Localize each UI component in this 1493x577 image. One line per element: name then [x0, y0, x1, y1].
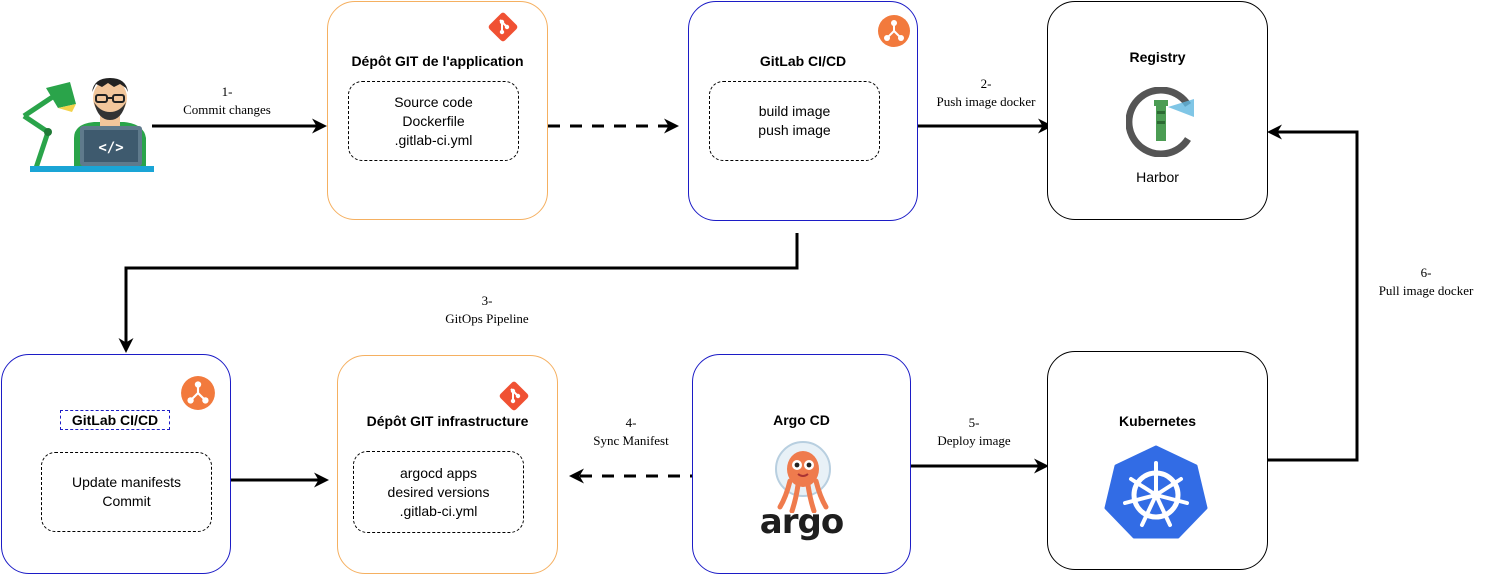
edge-text: Deploy image	[937, 433, 1011, 448]
registry-caption: Harbor	[1136, 169, 1179, 185]
content-line: build image	[758, 103, 831, 119]
edge-number: 5-	[968, 415, 980, 430]
infra-repo-box[interactable]: Dépôt GIT infrastructure argocd apps des…	[337, 355, 558, 574]
edge-label-5: 5- Deploy image	[937, 414, 1010, 450]
edge-5-deploy	[905, 458, 1049, 474]
svg-text:</>: </>	[98, 140, 123, 156]
gitlab-ci-bottom-title: GitLab CI/CD	[60, 410, 170, 430]
edge-number: 2-	[980, 76, 992, 91]
gitlab-ci-bottom-box[interactable]: GitLab CI/CD Update manifests Commit	[1, 354, 231, 574]
registry-title: Registry	[1129, 49, 1186, 65]
edge-text: Commit changes	[183, 102, 271, 117]
edge-text: Pull image docker	[1378, 283, 1474, 298]
git-icon	[499, 381, 529, 411]
content-line: .gitlab-ci.yml	[399, 502, 478, 519]
argo-logo-text: argo	[759, 502, 844, 542]
edge-number: 6-	[1420, 265, 1432, 280]
edge-6-pull	[1267, 124, 1359, 462]
edge-text: Push image docker	[936, 94, 1036, 109]
gitlab-ci-top-contents: build image push image	[709, 81, 880, 161]
content-line: desired versions	[387, 483, 490, 500]
edge-label-3: 3- GitOps Pipeline	[445, 292, 528, 328]
developer-at-laptop-icon: </>	[22, 78, 154, 172]
gitlab-ci-bottom-contents: Update manifests Commit	[41, 452, 212, 532]
edge-3-gitops	[118, 233, 799, 353]
gitlab-ci-top-title: GitLab CI/CD	[759, 53, 847, 69]
content-line: Source code	[394, 93, 473, 110]
git-icon	[488, 12, 518, 42]
gitlab-ci-top-box[interactable]: GitLab CI/CD build image push image	[688, 1, 918, 221]
edge-text: GitOps Pipeline	[445, 311, 529, 326]
kubernetes-title: Kubernetes	[1118, 413, 1197, 429]
edge-number: 1-	[221, 84, 233, 99]
argocd-box[interactable]: Argo CD argo	[692, 354, 911, 574]
gitlab-icon	[181, 376, 215, 410]
kubernetes-icon	[1104, 445, 1208, 539]
argo-octopus-icon	[775, 441, 831, 513]
infra-repo-title: Dépôt GIT infrastructure	[366, 413, 529, 429]
content-line: argocd apps	[399, 464, 478, 481]
edge-label-4: 4- Sync Manifest	[593, 414, 668, 450]
content-line: Commit	[102, 493, 151, 509]
content-line: Update manifests	[72, 474, 181, 490]
edge-number: 3-	[481, 293, 493, 308]
edge-label-6: 6- Pull image docker	[1379, 264, 1474, 300]
content-line: .gitlab-ci.yml	[394, 131, 473, 148]
content-line: push image	[758, 122, 831, 138]
app-repo-box[interactable]: Dépôt GIT de l'application Source code D…	[327, 1, 548, 220]
argocd-title: Argo CD	[773, 412, 830, 428]
infra-repo-contents: argocd apps desired versions .gitlab-ci.…	[353, 451, 524, 533]
edge-text: Sync Manifest	[593, 433, 669, 448]
content-line: Dockerfile	[402, 112, 465, 129]
app-repo-contents: Source code Dockerfile .gitlab-ci.yml	[348, 81, 519, 161]
gitlab-icon	[878, 15, 910, 47]
registry-box[interactable]: Registry Harbor	[1047, 1, 1268, 220]
edge-number: 4-	[625, 415, 637, 430]
edge-label-1: 1- Commit changes	[183, 83, 271, 119]
app-repo-title: Dépôt GIT de l'application	[351, 53, 524, 69]
edge-4-sync	[569, 468, 700, 484]
kubernetes-box[interactable]: Kubernetes	[1047, 351, 1268, 570]
edge-label-2: 2- Push image docker	[937, 75, 1036, 111]
harbor-logo-icon	[1126, 87, 1194, 157]
